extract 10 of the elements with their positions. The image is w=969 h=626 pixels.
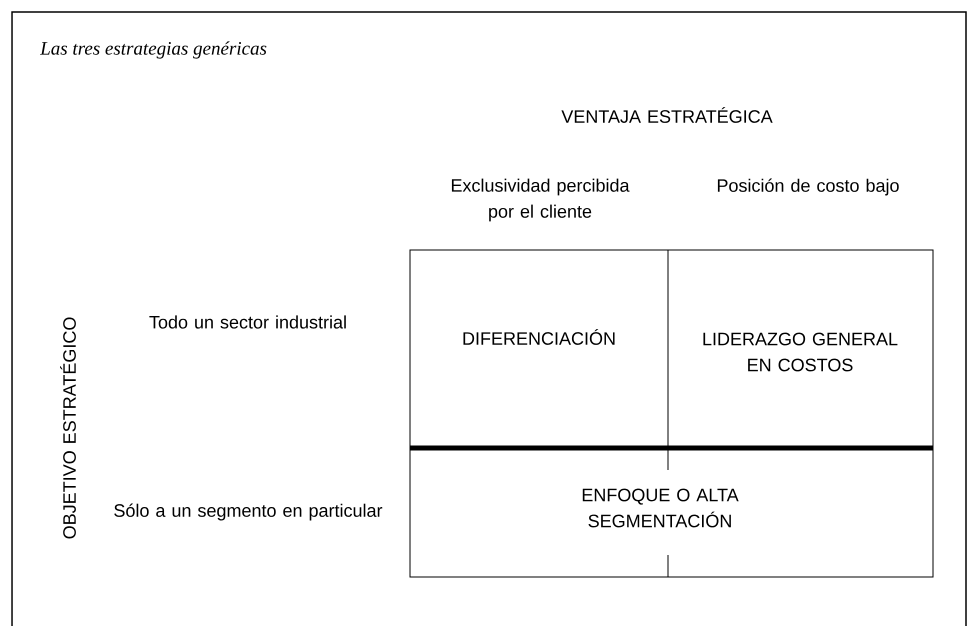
strategy-cell: DIFERENCIACIÓN [410, 250, 668, 448]
title: Las tres estrategias genéricas [40, 41, 266, 59]
axis-label: Sólo a un segmento en particular [114, 504, 382, 520]
axis-label: Exclusividad percibida por el cliente [452, 178, 630, 222]
strategy-cell: LIDERAZGO GENERAL EN COSTOS [668, 250, 934, 448]
axis-label: VENTAJA ESTRATÉGICA [561, 107, 773, 123]
strategy-cell: ENFOQUE O ALTA SEGMENTACIÓN [410, 448, 934, 578]
axis-label: Todo un sector industrial [149, 315, 346, 329]
axis-label: Posición de costo bajo [718, 178, 899, 196]
axis-label: OBJETIVO ESTRATÉGICO [60, 317, 76, 538]
